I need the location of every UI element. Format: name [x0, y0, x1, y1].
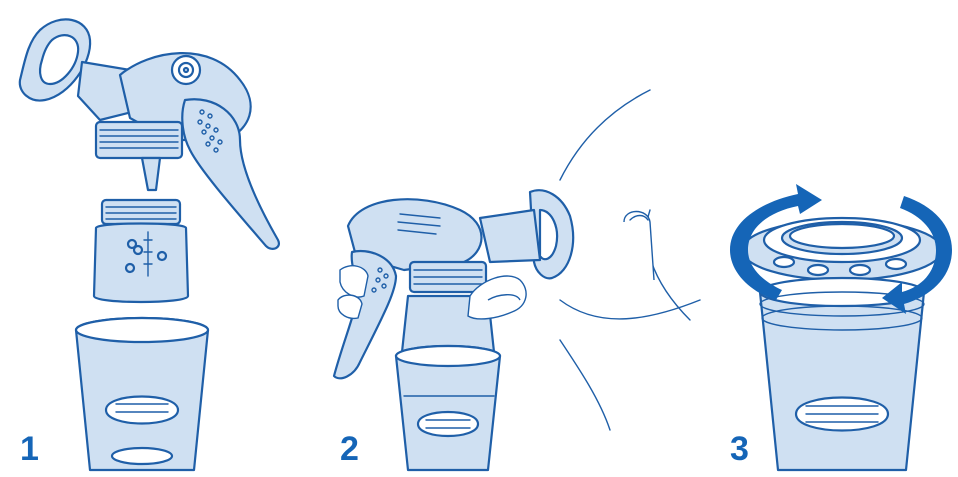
lid-icon: [742, 218, 942, 280]
step-number-3: 3: [730, 432, 749, 466]
cup-icon: [76, 318, 208, 470]
step-1-illustration: [20, 19, 279, 470]
storage-bottle-icon: [94, 200, 188, 302]
step-number-2: 2: [340, 432, 359, 466]
cup-icon: [396, 346, 500, 470]
step-2-illustration: [334, 90, 700, 470]
step-number-1: 1: [20, 432, 39, 466]
step-3-illustration: [730, 184, 952, 470]
